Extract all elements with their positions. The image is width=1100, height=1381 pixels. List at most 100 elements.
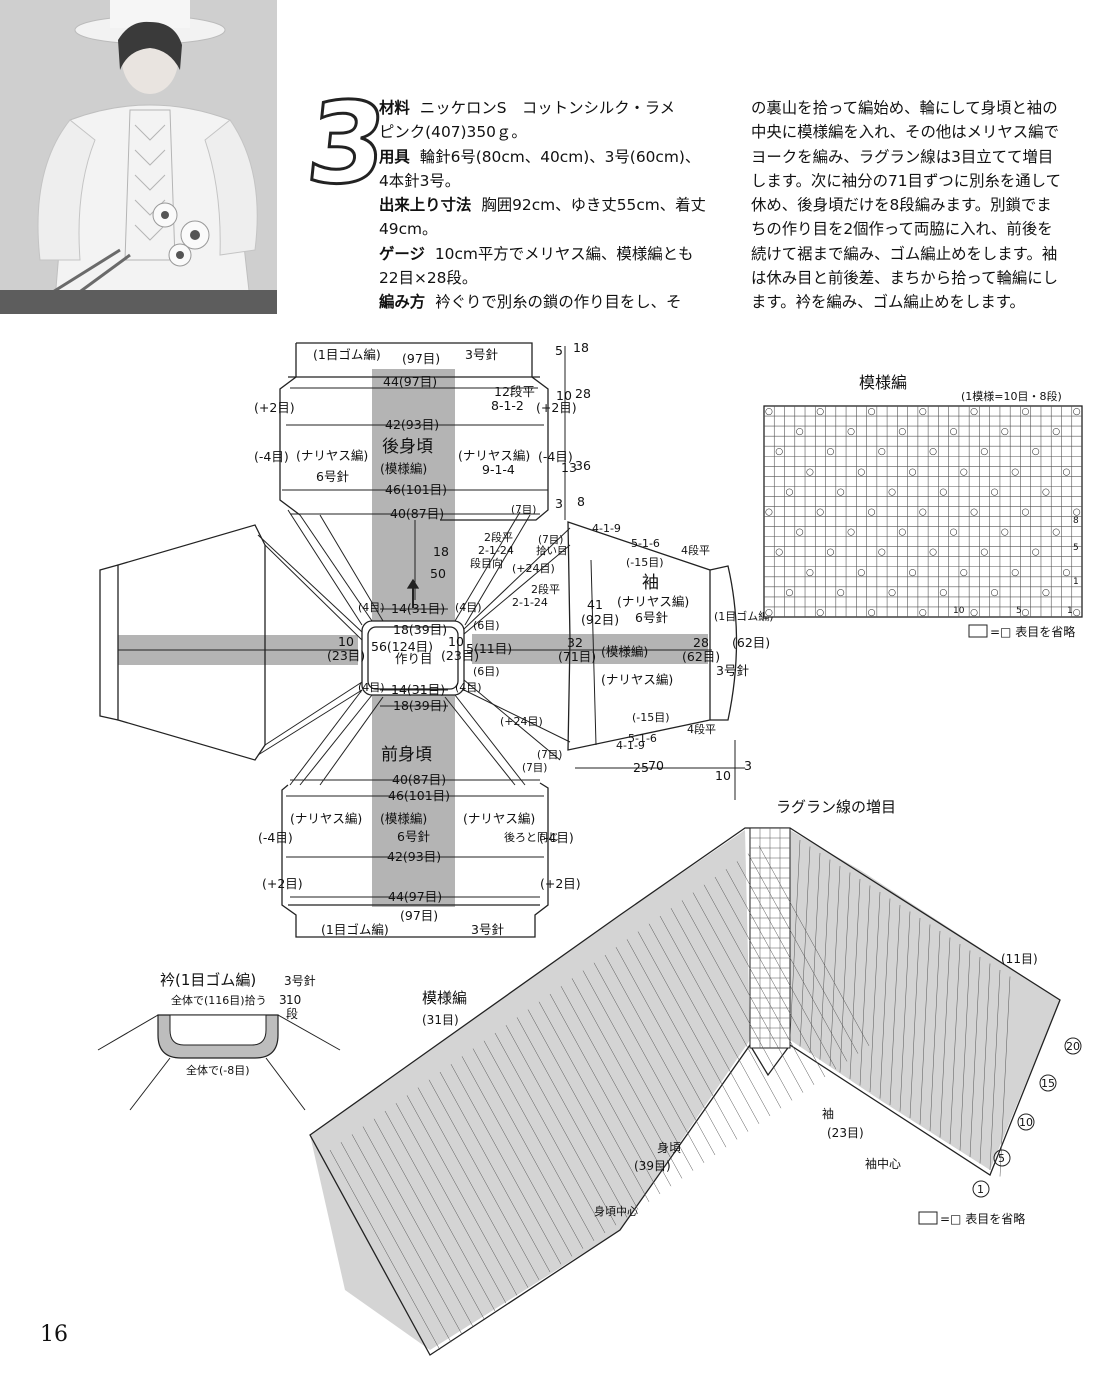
pick-7-right: (7目) bbox=[538, 534, 563, 546]
stitch-symbol: ○ bbox=[816, 508, 824, 518]
sleeve-62: (62目) bbox=[682, 649, 720, 664]
b4-bottom-left: (4目) bbox=[358, 681, 385, 694]
front-stockinette-right: (ナリヤス編) bbox=[463, 811, 535, 826]
height-18: 18 bbox=[573, 340, 589, 355]
chart2-legend: =□ 表目を省略 bbox=[940, 1211, 1025, 1226]
grid-line bbox=[450, 1064, 562, 1265]
sleeve-pattern: (模様編) bbox=[601, 644, 648, 659]
stitch-symbol: ○ bbox=[837, 588, 845, 598]
stitch-symbol: ○ bbox=[806, 568, 814, 578]
chart2-pattern-count: (31目) bbox=[422, 1013, 459, 1027]
front-pattern: (模様編) bbox=[380, 811, 427, 826]
stitch-symbol: ○ bbox=[765, 508, 773, 518]
sleeve-rib: (1目ゴム編) bbox=[714, 609, 774, 623]
pick-7-bottom: (7目) bbox=[537, 749, 562, 761]
left-side-10: 10 bbox=[338, 634, 354, 649]
stitch-symbol: ○ bbox=[1011, 467, 1019, 477]
height-3: 3 bbox=[555, 496, 563, 511]
grid-line bbox=[799, 846, 811, 1047]
front-body-title: 前身頃 bbox=[381, 745, 432, 765]
stitch-symbol: ○ bbox=[775, 548, 783, 558]
stitch-symbol: ○ bbox=[1021, 407, 1029, 417]
stitch-symbol: ○ bbox=[816, 608, 824, 618]
m4: 段目向 bbox=[470, 556, 503, 570]
stitch-symbol: ○ bbox=[827, 548, 835, 558]
front-minus4-left: (-4目) bbox=[258, 830, 293, 845]
neck-14-bottom: 14(31目) bbox=[391, 682, 445, 697]
b4-top-left: (4目) bbox=[358, 601, 385, 614]
sleeve-28: 28 bbox=[693, 635, 709, 650]
stitch-symbol: ○ bbox=[868, 407, 876, 417]
stitch-symbol: ○ bbox=[1032, 447, 1040, 457]
stitch-symbol: ○ bbox=[765, 608, 773, 618]
stitch-symbol: ○ bbox=[1073, 508, 1081, 518]
grid-line bbox=[736, 861, 848, 1062]
collar-title: 衿(1目ゴム編) bbox=[160, 971, 256, 989]
m3b: 2-1-24 bbox=[512, 596, 548, 609]
chart1-row-5: 5 bbox=[1073, 543, 1079, 553]
method-label: 編み方 bbox=[379, 293, 426, 312]
minus4-left: (-4目) bbox=[254, 449, 289, 464]
method-line: ます。衿を編み、ゴム編止めをします。 bbox=[751, 293, 1025, 312]
stitch-symbol: ○ bbox=[857, 467, 865, 477]
neck-18-top: 18(39目) bbox=[393, 622, 447, 637]
grid-line bbox=[849, 878, 861, 1080]
grid-line bbox=[889, 904, 901, 1106]
height-13: 13 bbox=[561, 460, 577, 475]
sleeve-71: (71目) bbox=[558, 649, 596, 664]
grid-line bbox=[747, 853, 859, 1054]
grid-line bbox=[859, 885, 871, 1086]
top-width: 44(97目) bbox=[383, 374, 437, 389]
stitch-symbol: ○ bbox=[919, 608, 927, 618]
collar-diagram: 衿(1目ゴム編) 3号針 全体で(116目)拾う 3 10 段 全体で(-8目) bbox=[97, 971, 341, 1111]
left-side-23: (23目) bbox=[327, 648, 365, 663]
grid-line bbox=[384, 1110, 496, 1312]
grid-line bbox=[929, 930, 941, 1132]
grid-line bbox=[979, 963, 991, 1164]
plus24-top: (+24目) bbox=[512, 562, 555, 575]
materials-text: ニッケロンS コットンシルク・ラメ bbox=[419, 99, 676, 117]
height-25: 25 bbox=[633, 760, 649, 775]
stitch-symbol: ○ bbox=[806, 467, 814, 477]
raglan-2: 5-1-6 bbox=[631, 537, 660, 550]
plus2-left: (+2目) bbox=[254, 400, 295, 415]
height-36: 36 bbox=[575, 458, 591, 473]
stitch-symbol: ○ bbox=[950, 427, 958, 437]
grid-line bbox=[879, 898, 891, 1099]
collar-h-10: 10 bbox=[286, 993, 301, 1007]
method-line: 休め、後身頃だけを8段編みます。別鎖でま bbox=[751, 196, 1052, 215]
grid-line bbox=[549, 993, 661, 1195]
stitch-symbol: ○ bbox=[929, 447, 937, 457]
raglan-3: 4段平 bbox=[681, 543, 710, 557]
grid-line bbox=[626, 939, 738, 1140]
grid-line bbox=[839, 872, 851, 1073]
grid-line bbox=[395, 1103, 507, 1304]
grid-line bbox=[659, 915, 771, 1117]
height-8: 8 bbox=[577, 494, 585, 509]
chart1-col-5: 5 bbox=[1016, 606, 1022, 616]
stitch-symbol: ○ bbox=[816, 407, 824, 417]
back-pattern-label: (模様編) bbox=[380, 461, 427, 476]
stitch-symbol: ○ bbox=[868, 508, 876, 518]
stitch-symbol: ○ bbox=[1021, 608, 1029, 618]
tools-text-2: 4本針3号。 bbox=[379, 171, 461, 190]
stitch-symbol: ○ bbox=[960, 467, 968, 477]
stitch-symbol: ○ bbox=[909, 568, 917, 578]
instructions-column-2: の裏山を拾って編始め、輪にして身頃と袖の 中央に模様編を入れ、その他はメリヤス編… bbox=[751, 96, 1085, 315]
raglan-3b: 4段平 bbox=[687, 722, 716, 736]
stitch-symbol: ○ bbox=[991, 487, 999, 497]
back-needle-label: 6号針 bbox=[316, 469, 349, 484]
sleeve-92: (92目) bbox=[581, 612, 619, 627]
top-rib-count: (97目) bbox=[402, 351, 440, 366]
stitch-symbol: ○ bbox=[960, 568, 968, 578]
grid-line bbox=[969, 956, 981, 1158]
stitch-symbol: ○ bbox=[857, 568, 865, 578]
chart2-row-15: 15 bbox=[1041, 1077, 1055, 1090]
stitch-symbol: ○ bbox=[786, 487, 794, 497]
method-line: 中央に模様編を入れ、その他はメリヤス編で bbox=[751, 123, 1059, 142]
neck-18-bottom: 18(39目) bbox=[393, 698, 447, 713]
chart1-legend: =□ 表目を省略 bbox=[990, 624, 1075, 639]
grid-line bbox=[417, 1087, 529, 1288]
dec-1: 12段平 bbox=[494, 384, 535, 399]
method-line: は休み目と前後差、まちから拾って輪編にし bbox=[751, 269, 1059, 288]
